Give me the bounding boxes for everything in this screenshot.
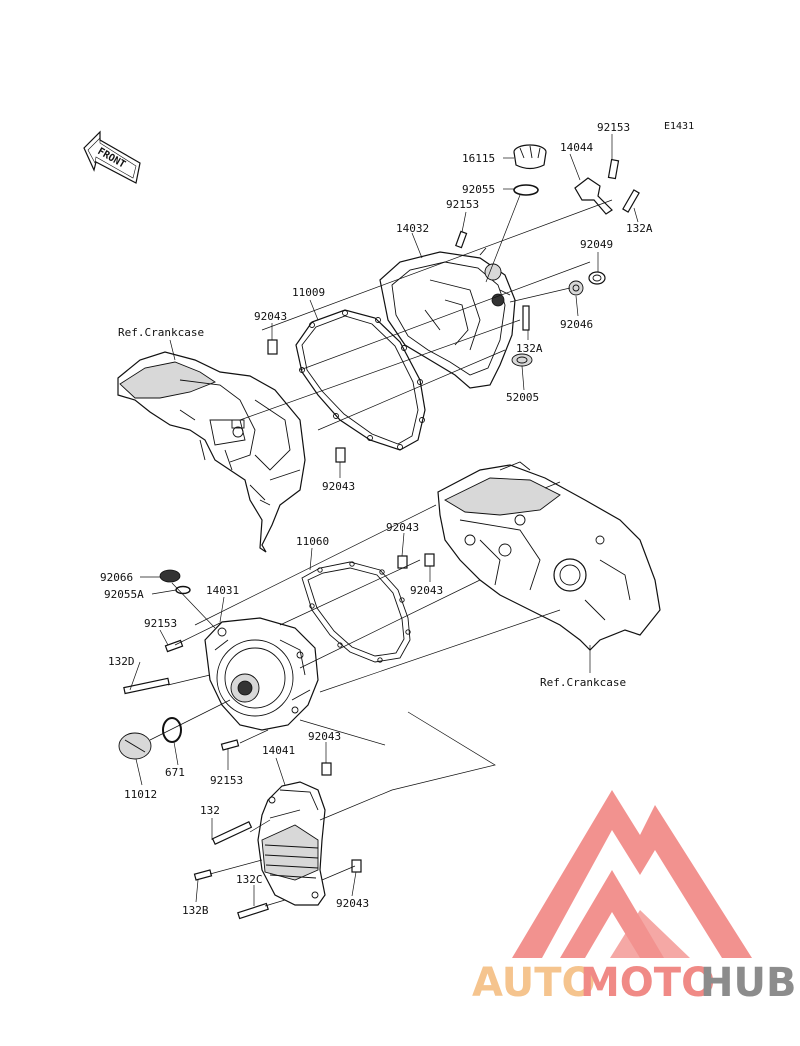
label-11012: 11012: [124, 788, 157, 801]
plug-92046: [568, 280, 584, 296]
label-671: 671: [165, 766, 185, 779]
dowel-92043-f: [351, 859, 362, 873]
watermark-auto: AUTO: [472, 960, 596, 1006]
filler-cap-16115: [513, 144, 547, 170]
label-92153-c: 92153: [144, 617, 177, 630]
label-92153-top: 92153: [597, 121, 630, 134]
watermark-hub: HUB: [700, 960, 796, 1006]
seal-52005: [511, 353, 533, 367]
bolt-132: [211, 821, 253, 845]
label-52005: 52005: [506, 391, 539, 404]
label-16115: 16115: [462, 152, 495, 165]
label-11060: 11060: [296, 535, 329, 548]
bolt-132B: [193, 869, 213, 881]
assembly-lines: [149, 194, 613, 907]
label-92055: 92055: [462, 183, 495, 196]
label-132C: 132C: [236, 873, 263, 886]
o-ring-92055A: [175, 585, 191, 595]
part-labels: 92153 16115 14044 92055 92153 132A 14032…: [100, 121, 653, 917]
front-arrow: FRONT: [83, 130, 141, 184]
o-ring-671: [162, 717, 182, 743]
bolt-132A-mid: [522, 305, 530, 331]
watermark-text: AUTO MOTO HUB: [472, 960, 796, 1006]
bolt-132A-top: [622, 189, 640, 213]
label-92043-f: 92043: [336, 897, 369, 910]
gasket-11060: [301, 561, 411, 663]
label-14041: 14041: [262, 744, 295, 757]
dowel-92043-d: [424, 553, 435, 567]
ref-crankcase-lower: Ref.Crankcase: [540, 676, 626, 689]
label-92043-c: 92043: [386, 521, 419, 534]
crankcase-lower-right: [437, 461, 661, 651]
label-92043-e: 92043: [308, 730, 341, 743]
label-132: 132: [200, 804, 220, 817]
bolt-92153-d: [220, 739, 240, 751]
plug-92066: [159, 569, 181, 583]
bolt-132C: [237, 902, 269, 920]
label-92153-d: 92153: [210, 774, 243, 787]
label-92043-d: 92043: [410, 584, 443, 597]
dowel-92043-c: [397, 555, 408, 569]
label-14031: 14031: [206, 584, 239, 597]
dowel-92043-b: [335, 447, 346, 463]
gasket-11009: [295, 309, 426, 451]
label-92046: 92046: [560, 318, 593, 331]
bolt-92153-c: [164, 639, 184, 653]
label-92153-b: 92153: [446, 198, 479, 211]
bolt-92153-b: [455, 230, 468, 249]
label-132B: 132B: [182, 904, 209, 917]
diagram-code: E1431: [664, 121, 694, 132]
cap-11012: [118, 732, 152, 760]
watermark-moto: MOTO: [580, 960, 715, 1006]
label-132A-top: 132A: [626, 222, 653, 235]
dowel-92043-e: [321, 762, 332, 776]
label-14044: 14044: [560, 141, 593, 154]
automotohub-logo: [512, 790, 752, 958]
leader-lines: [129, 134, 639, 906]
bolt-132D: [123, 677, 170, 695]
crankcase-upper-left: [117, 351, 306, 553]
cover-14041: [257, 781, 326, 906]
label-92043-a: 92043: [254, 310, 287, 323]
label-92066: 92066: [100, 571, 133, 584]
o-ring-92055: [513, 184, 539, 196]
bracket-14044: [574, 177, 613, 215]
label-11009: 11009: [292, 286, 325, 299]
cover-14032: [379, 247, 516, 389]
ref-crankcase-upper: Ref.Crankcase: [118, 326, 204, 339]
dowel-92043-a: [267, 339, 278, 355]
plug-92049: [588, 271, 606, 285]
label-132D: 132D: [108, 655, 135, 668]
label-92049: 92049: [580, 238, 613, 251]
label-92043-b: 92043: [322, 480, 355, 493]
label-14032: 14032: [396, 222, 429, 235]
label-92055A: 92055A: [104, 588, 144, 601]
label-132A-mid: 132A: [516, 342, 543, 355]
cover-14031: [204, 617, 319, 731]
bolt-92153-top: [607, 158, 620, 180]
